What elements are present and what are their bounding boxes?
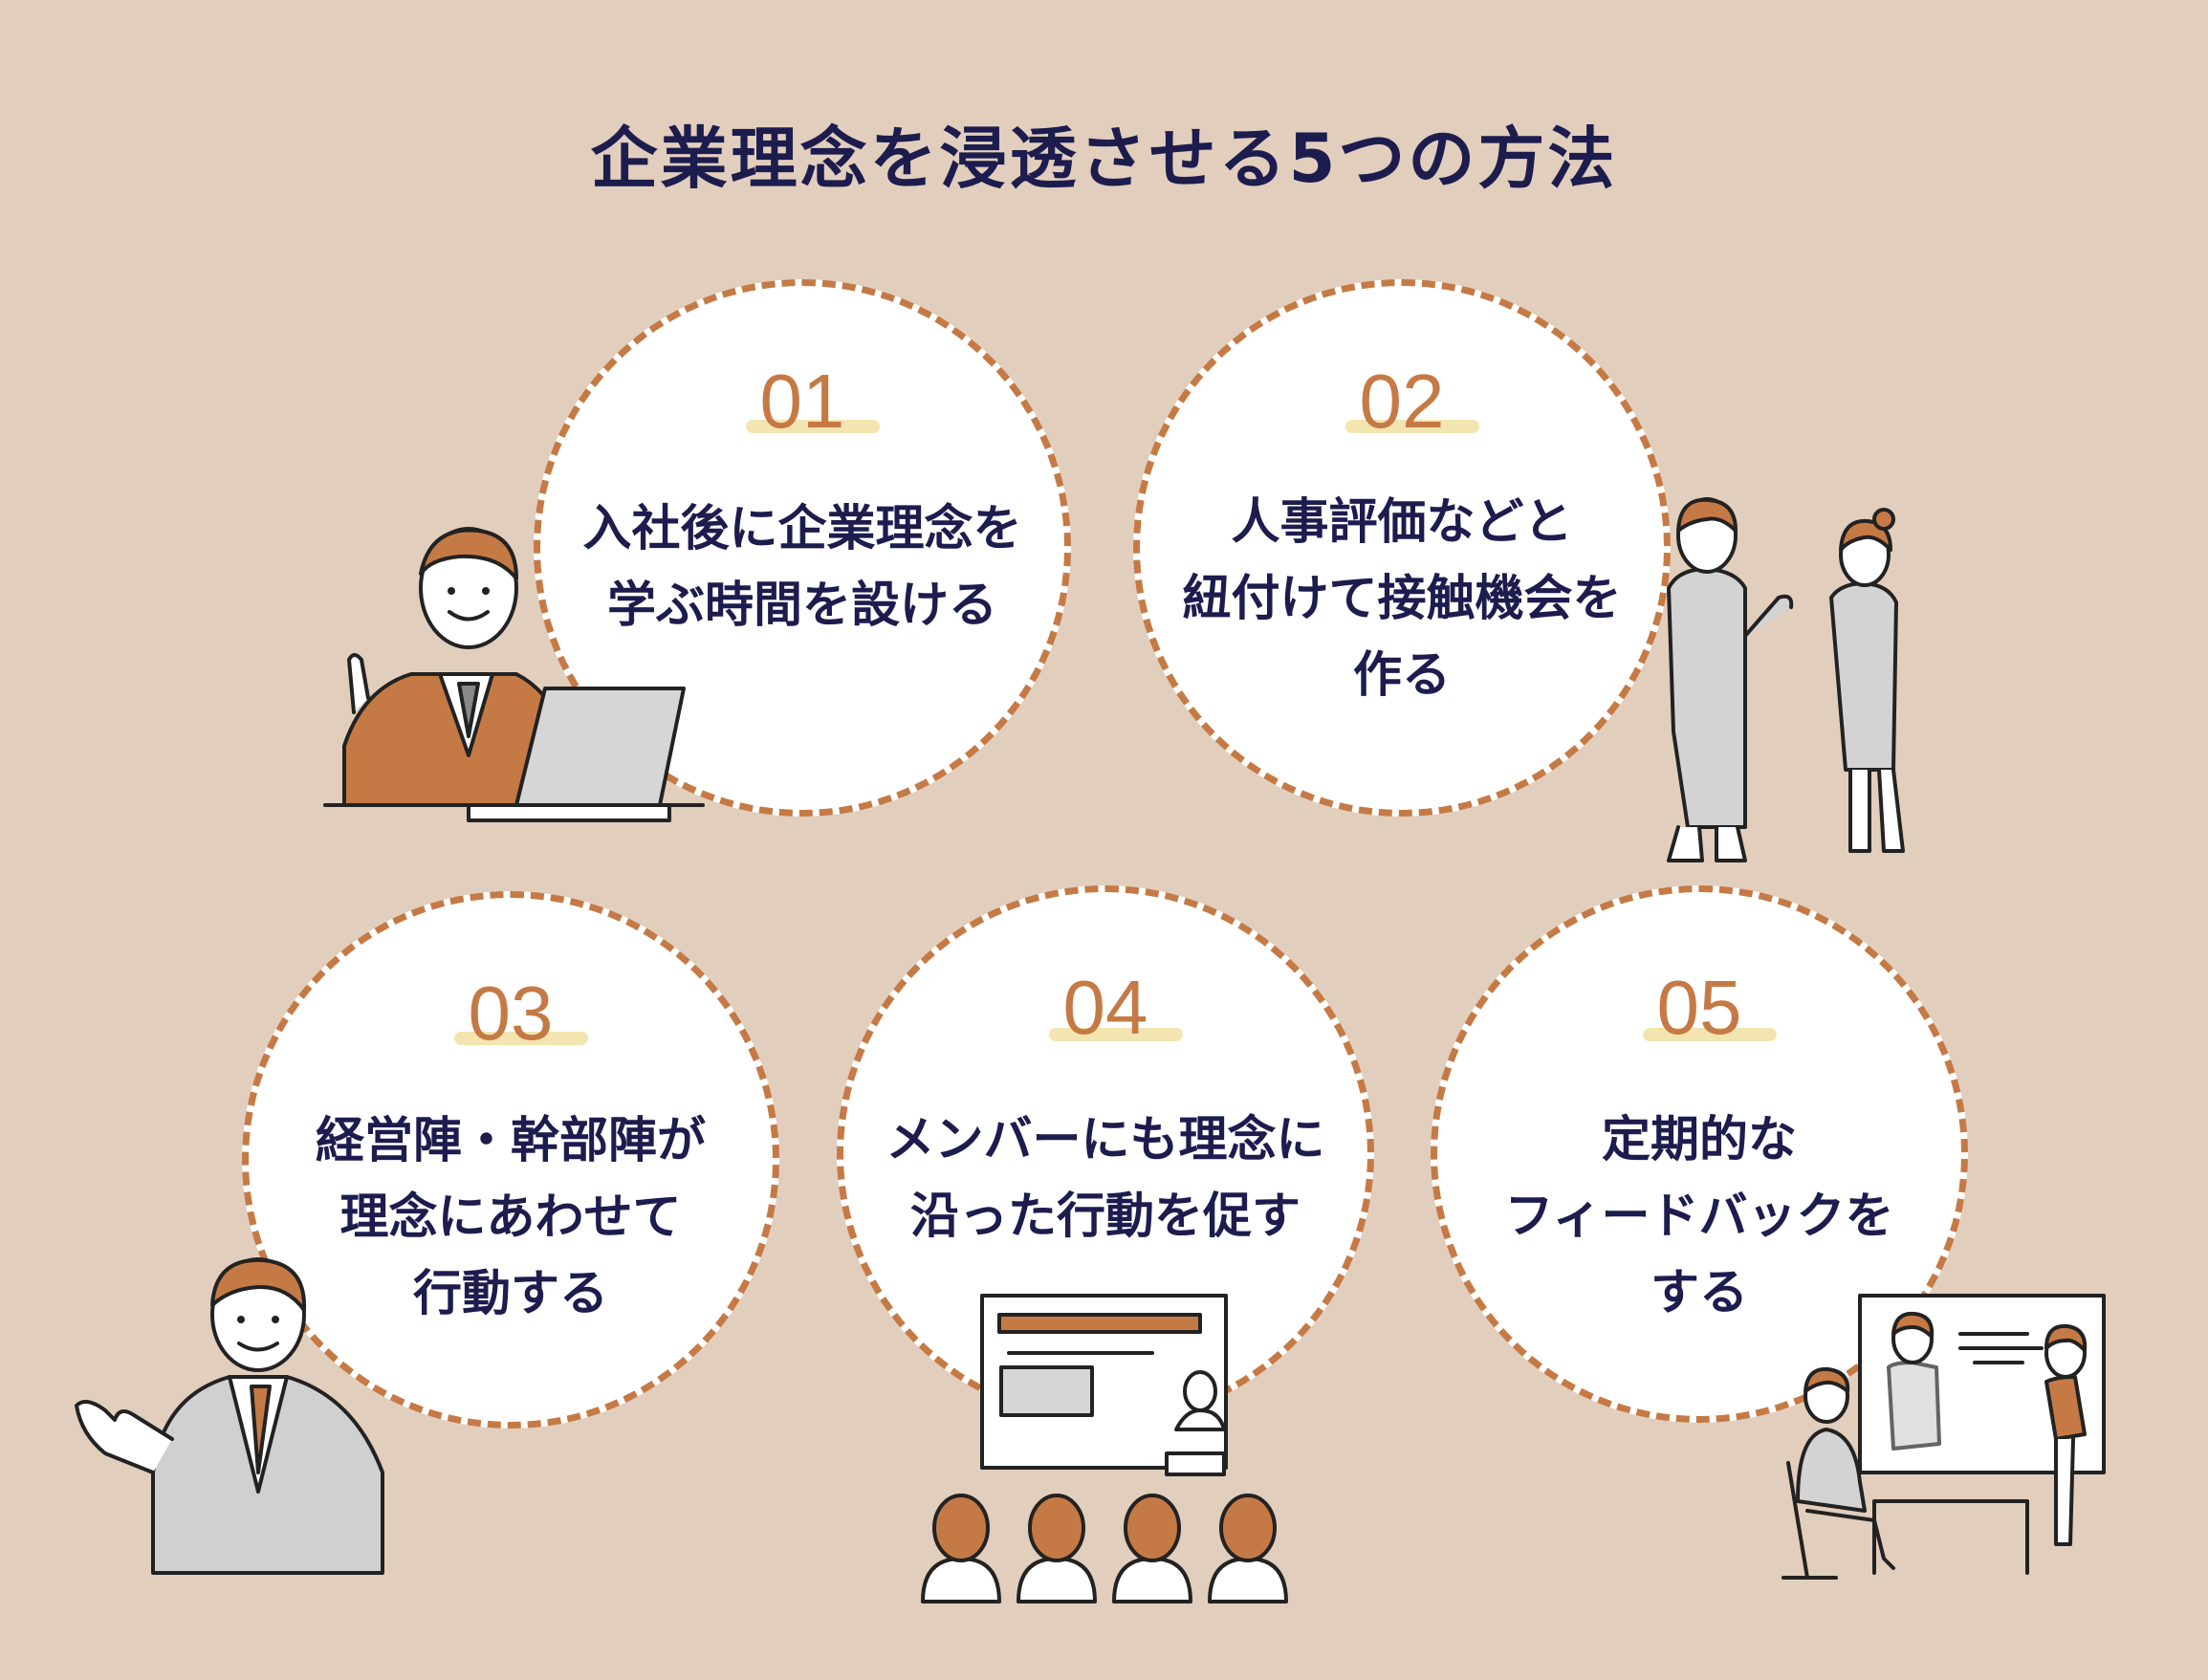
step-label-line: 沿った行動を促す <box>909 1189 1301 1245</box>
step-label: 経営陣・幹部陣が 理念にあわせて 行動する <box>249 1103 773 1333</box>
page-title: 企業理念を浸透させる5つの方法 <box>590 120 1618 198</box>
step-label-line: 入社後に企業理念を <box>582 501 1022 557</box>
step-label: 入社後に企業理念を 学ぶ時間を設ける <box>540 491 1064 644</box>
step-label-line: 定期的な <box>1601 1112 1797 1168</box>
step-number: 01 <box>759 359 845 444</box>
step-label-line: 理念にあわせて <box>339 1189 682 1246</box>
step-circle-02: 02 人事評価などと 紐付けて接触機会を 作る <box>1133 279 1671 817</box>
step-label-line: 人事評価などと <box>1231 494 1573 551</box>
step-label-line: する <box>1650 1265 1748 1321</box>
man-with-laptop-illustration <box>323 527 705 822</box>
step-label: 定期的な フィードバックを する <box>1437 1102 1961 1332</box>
number-highlight <box>1049 1028 1183 1041</box>
step-number: 02 <box>1359 359 1445 444</box>
step-label: 人事評価などと 紐付けて接触機会を 作る <box>1140 485 1664 714</box>
step-circle-03: 03 経営陣・幹部陣が 理念にあわせて 行動する <box>242 891 779 1429</box>
step-label: メンバーにも理念に 沿った行動を促す <box>843 1102 1367 1255</box>
man-in-suit-illustration <box>75 1257 384 1575</box>
step-number: 05 <box>1656 965 1742 1050</box>
presentation-audience-illustration <box>921 1294 1288 1604</box>
two-people-talking-illustration <box>1667 497 1905 862</box>
step-label-line: 経営陣・幹部陣が <box>315 1113 706 1169</box>
step-number: 03 <box>468 971 554 1056</box>
step-label-line: 作る <box>1352 647 1451 704</box>
number-highlight <box>1345 420 1479 433</box>
step-label-line: フィードバックを <box>1504 1189 1894 1245</box>
step-label-line: 学ぶ時間を設ける <box>606 578 997 634</box>
step-label-line: 紐付けて接触機会を <box>1182 571 1622 627</box>
number-highlight <box>1643 1028 1777 1041</box>
whiteboard-meeting-illustration <box>1782 1294 2106 1580</box>
step-number: 04 <box>1062 965 1148 1050</box>
step-label-line: メンバーにも理念に <box>885 1112 1325 1168</box>
step-label-line: 行動する <box>412 1266 608 1322</box>
number-highlight <box>454 1032 588 1045</box>
number-highlight <box>746 420 880 433</box>
